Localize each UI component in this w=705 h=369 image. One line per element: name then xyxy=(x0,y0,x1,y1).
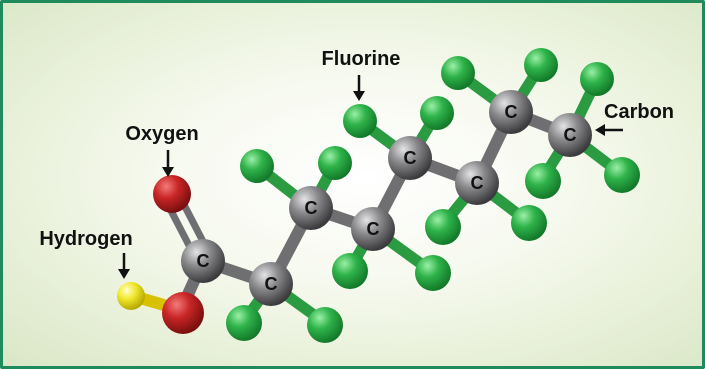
carbon-atom: C xyxy=(388,136,432,180)
carbon-symbol: C xyxy=(265,274,278,294)
carbon-symbol: C xyxy=(367,219,380,239)
hydrogen-atom xyxy=(117,282,145,310)
fluorine-atom xyxy=(525,163,561,199)
fluorine-atom xyxy=(343,104,377,138)
label-carbon: Carbon xyxy=(604,101,674,123)
fluorine-atom xyxy=(226,305,262,341)
fluorine-atom xyxy=(415,255,451,291)
label-hydrogen: Hydrogen xyxy=(39,228,132,250)
carbon-atom: C xyxy=(455,161,499,205)
pfoa-molecule-model: C C C C C C C C xyxy=(39,48,674,343)
label-fluorine: Fluorine xyxy=(322,48,401,70)
carbon-symbol: C xyxy=(197,251,210,271)
carbon-symbol: C xyxy=(305,198,318,218)
carbon-atom: C xyxy=(249,262,293,306)
arrow-down-icon xyxy=(162,150,174,177)
carbon-symbol: C xyxy=(564,125,577,145)
carbon-symbol: C xyxy=(505,102,518,122)
carbon-symbol: C xyxy=(404,148,417,168)
carbon-atom: C xyxy=(548,113,592,157)
fluorine-atom xyxy=(580,62,614,96)
fluorine-atom xyxy=(307,307,343,343)
fluorine-atom xyxy=(425,209,461,245)
fluorine-atom xyxy=(524,48,558,82)
carbon-symbol: C xyxy=(471,173,484,193)
fluorine-atom xyxy=(420,96,454,130)
arrow-down-icon xyxy=(118,253,130,279)
fluorine-atom xyxy=(511,205,547,241)
carbon-atom: C xyxy=(181,239,225,283)
label-oxygen: Oxygen xyxy=(125,123,198,145)
oxygen-atom xyxy=(153,175,191,213)
fluorine-atom xyxy=(441,56,475,90)
carbon-atom: C xyxy=(289,186,333,230)
fluorine-atom xyxy=(332,253,368,289)
oxygen-atom xyxy=(162,292,204,334)
fluorine-atom xyxy=(604,157,640,193)
carbon-atom: C xyxy=(351,207,395,251)
arrow-left-icon xyxy=(595,124,623,136)
fluorine-atom xyxy=(318,146,352,180)
arrow-down-icon xyxy=(353,75,365,101)
fluorine-atom xyxy=(240,149,274,183)
carbon-atom: C xyxy=(489,90,533,134)
